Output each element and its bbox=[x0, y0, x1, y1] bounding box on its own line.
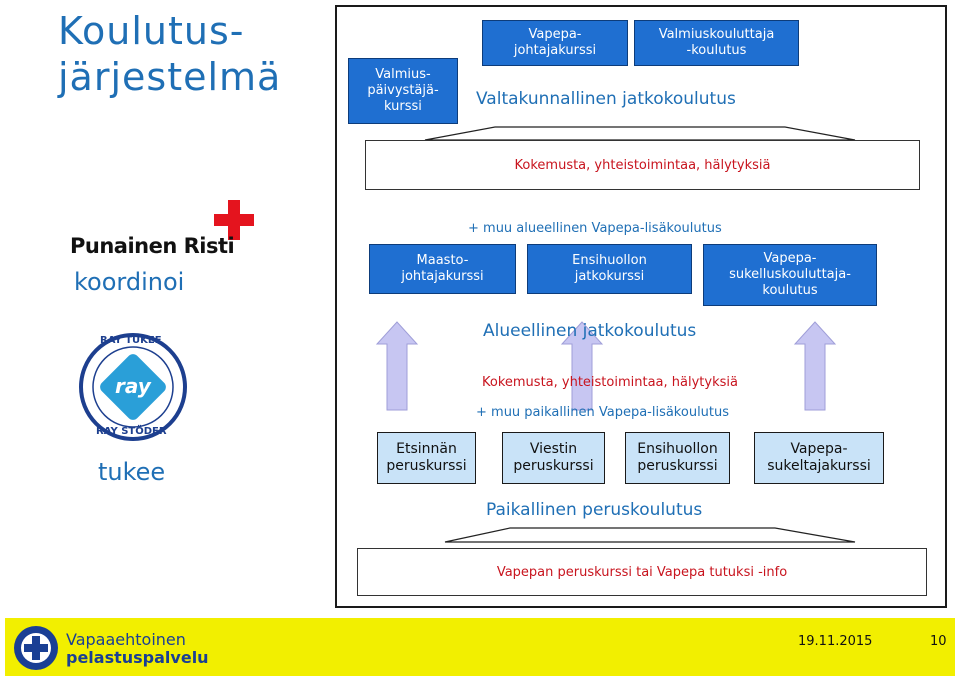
ray-badge: RAY TUKEE ray RAY STÖDER bbox=[78, 332, 188, 442]
ray-badge-top-text: RAY TUKEE bbox=[100, 335, 162, 346]
regional-heading: Alueellinen jatkokoulutus bbox=[483, 321, 697, 341]
regional-extra-training: + muu alueellinen Vapepa-lisäkoulutus bbox=[468, 221, 722, 236]
footer-bar bbox=[5, 618, 955, 676]
box-valmiuskouluttaja: Valmiuskouluttaja -koulutus bbox=[634, 20, 799, 66]
box-ensihuollon-jatkokurssi: Ensihuollon jatkokurssi bbox=[527, 244, 692, 294]
ray-badge-icon bbox=[79, 333, 187, 441]
arrow-up-icon-left bbox=[375, 321, 419, 411]
local-base-text: Vapepan peruskurssi tai Vapepa tutuksi -… bbox=[496, 564, 788, 580]
box-ensihuollon-peruskurssi: Ensihuollon peruskurssi bbox=[625, 432, 730, 484]
local-heading: Paikallinen peruskoulutus bbox=[486, 500, 703, 520]
ray-badge-center-text: ray bbox=[115, 374, 151, 398]
footer-date: 19.11.2015 bbox=[798, 634, 873, 649]
box-vapepa-johtajakurssi: Vapepa- johtajakurssi bbox=[482, 20, 628, 66]
supporter-label: tukee bbox=[98, 458, 166, 486]
footer-org-line2: pelastuspalvelu bbox=[66, 648, 209, 667]
footer-page-number: 10 bbox=[930, 634, 947, 649]
local-base-box: Vapepan peruskurssi tai Vapepa tutuksi -… bbox=[357, 548, 927, 596]
box-sukelluskouluttaja: Vapepa- sukelluskouluttaja- koulutus bbox=[703, 244, 877, 306]
red-cross-wordmark: Punainen Risti bbox=[70, 234, 235, 258]
box-maastojohtajakurssi: Maasto- johtajakurssi bbox=[369, 244, 516, 294]
ray-badge-bottom-text: RAY STÖDER bbox=[96, 426, 167, 437]
footer-org-line1: Vapaaehtoinen bbox=[66, 630, 186, 649]
local-connector bbox=[444, 527, 856, 543]
national-experience-box: Kokemusta, yhteistoimintaa, hälytyksiä bbox=[365, 140, 920, 190]
box-viestin-peruskurssi: Viestin peruskurssi bbox=[502, 432, 605, 484]
upward-arrows bbox=[375, 321, 837, 411]
box-vapepa-sukeltajakurssi: Vapepa- sukeltajakurssi bbox=[754, 432, 884, 484]
red-cross-icon bbox=[214, 200, 254, 240]
regional-experience-text: Kokemusta, yhteistoimintaa, hälytyksiä bbox=[482, 375, 738, 390]
slide-title: Koulutus- järjestelmä bbox=[58, 9, 282, 99]
arrow-up-icon-middle bbox=[560, 321, 604, 411]
vapepa-logo-icon bbox=[14, 626, 58, 670]
national-experience-text: Kokemusta, yhteistoimintaa, hälytyksiä bbox=[514, 157, 771, 173]
local-extra-training: + muu paikallinen Vapepa-lisäkoulutus bbox=[476, 405, 730, 420]
box-etsinnan-peruskurssi: Etsinnän peruskurssi bbox=[377, 432, 476, 484]
box-valmiuspaivystaja: Valmius- päivystäjä- kurssi bbox=[348, 58, 458, 124]
red-cross-logo: Punainen Risti bbox=[70, 200, 260, 260]
coordinator-label: koordinoi bbox=[74, 268, 185, 296]
arrow-up-icon-right bbox=[793, 321, 837, 411]
national-heading: Valtakunnallinen jatkokoulutus bbox=[476, 89, 736, 109]
